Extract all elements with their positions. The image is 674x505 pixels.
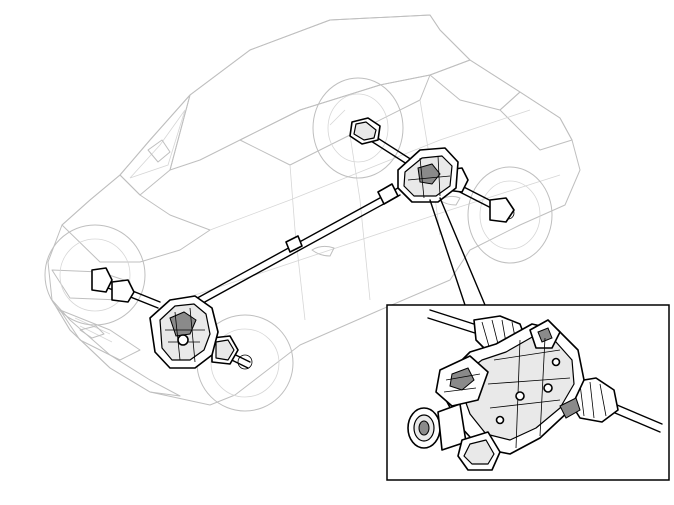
rear-left-halfshaft xyxy=(349,117,413,167)
rear-left-wheel xyxy=(312,77,404,179)
front-left-wheel xyxy=(44,224,146,326)
propeller-shaft xyxy=(189,183,401,310)
front-transaxle xyxy=(149,295,219,369)
rear-differential-unit xyxy=(397,147,459,203)
detail-inset-differential xyxy=(407,309,663,471)
callout-leader-lines xyxy=(429,197,486,306)
front-left-halfshaft xyxy=(91,267,161,309)
